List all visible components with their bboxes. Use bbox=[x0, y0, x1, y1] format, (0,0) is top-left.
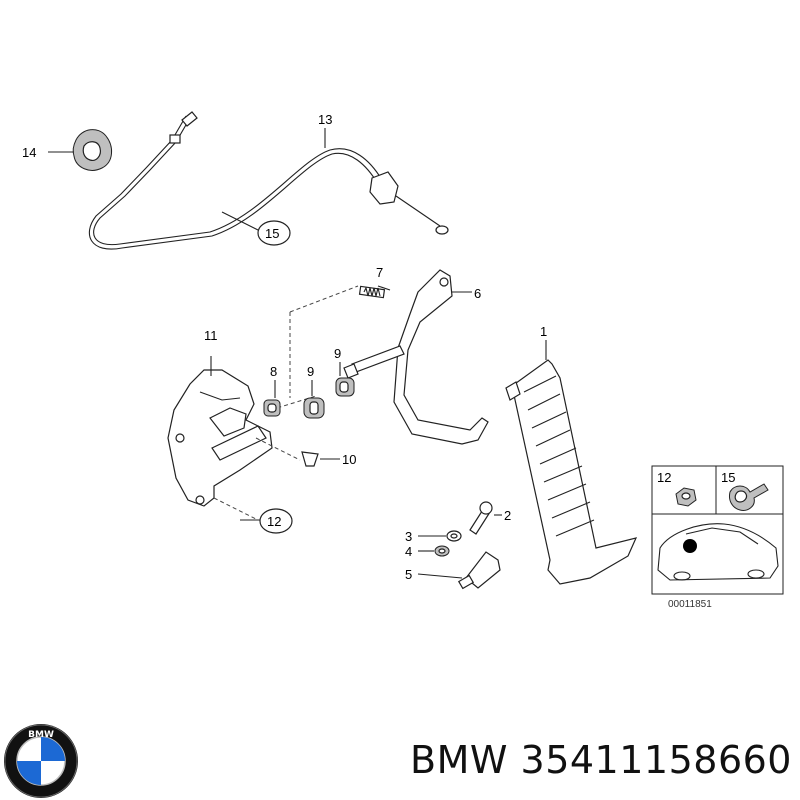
brand-name: BMW bbox=[410, 738, 508, 782]
callout-2: 2 bbox=[504, 508, 511, 523]
callout-5: 5 bbox=[405, 567, 412, 582]
inset-panel: 12 15 00011851 bbox=[651, 465, 784, 610]
bolt-2 bbox=[469, 501, 502, 535]
bushing-8 bbox=[263, 380, 281, 417]
bushing-9 bbox=[303, 362, 355, 419]
accelerator-pedal bbox=[505, 340, 638, 585]
callout-6: 6 bbox=[474, 286, 481, 301]
callout-7: 7 bbox=[376, 265, 383, 280]
part-number: 35411158660 bbox=[520, 738, 792, 782]
washer-3 bbox=[418, 530, 462, 542]
pedal-bracket bbox=[167, 356, 317, 521]
callout-15-circle bbox=[257, 220, 291, 246]
callout-13: 13 bbox=[318, 112, 332, 127]
sensor-5 bbox=[417, 551, 501, 590]
bmw-logo: BMW bbox=[4, 724, 78, 798]
inset-ref-number: 00011851 bbox=[668, 599, 712, 610]
callout-8: 8 bbox=[270, 364, 277, 379]
nut-4 bbox=[418, 545, 450, 557]
callout-9-lower: 9 bbox=[307, 364, 314, 379]
inset-label-15: 15 bbox=[721, 470, 735, 485]
callout-3: 3 bbox=[405, 529, 412, 544]
callout-10: 10 bbox=[342, 452, 356, 467]
logo-text: BMW bbox=[28, 730, 54, 740]
callout-12: 12 bbox=[267, 514, 281, 529]
pedal-lever bbox=[343, 269, 489, 445]
callout-9-upper: 9 bbox=[334, 346, 341, 361]
inset-label-12: 12 bbox=[657, 470, 671, 485]
callout-14: 14 bbox=[22, 145, 36, 160]
cable-clip bbox=[48, 129, 112, 171]
callout-1: 1 bbox=[540, 324, 547, 339]
accelerator-cable bbox=[88, 111, 449, 250]
callout-12-circle bbox=[259, 508, 293, 534]
part-caption: BMW 35411158660 bbox=[410, 738, 792, 782]
callout-15: 15 bbox=[265, 226, 279, 241]
location-marker bbox=[683, 539, 697, 553]
callout-11: 11 bbox=[204, 328, 218, 343]
clip-10 bbox=[301, 451, 340, 467]
callout-4: 4 bbox=[405, 544, 412, 559]
